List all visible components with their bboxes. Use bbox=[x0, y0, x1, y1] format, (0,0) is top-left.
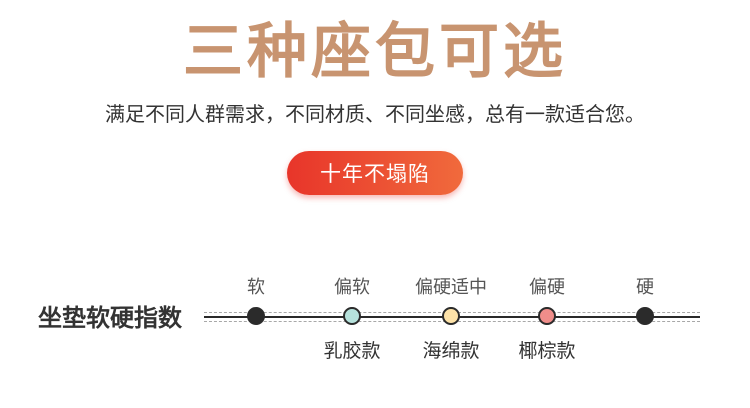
durability-badge: 十年不塌陷 bbox=[287, 151, 463, 195]
hardness-level-label: 偏硬 bbox=[529, 277, 565, 298]
page-subtitle: 满足不同人群需求，不同材质、不同坐感，总有一款适合您。 bbox=[105, 102, 645, 126]
cushion-type-label: 海绵款 bbox=[422, 340, 480, 362]
cushion-type-label: 椰棕款 bbox=[518, 340, 576, 362]
page-title: 三种座包可选 bbox=[183, 17, 567, 87]
hardness-level-label: 偏硬适中 bbox=[415, 277, 487, 298]
hardness-scale-label: 坐垫软硬指数 bbox=[38, 304, 182, 332]
hardness-level-dot bbox=[538, 307, 556, 325]
cushion-type-label: 乳胶款 bbox=[323, 340, 381, 362]
hardness-level-dot bbox=[636, 307, 654, 325]
hardness-level-label: 偏软 bbox=[334, 277, 370, 298]
hardness-level-dot bbox=[247, 307, 265, 325]
hardness-level-dot bbox=[442, 307, 460, 325]
hardness-level-label: 软 bbox=[247, 277, 265, 298]
hardness-level-dot bbox=[343, 307, 361, 325]
hardness-level-label: 硬 bbox=[636, 277, 654, 298]
